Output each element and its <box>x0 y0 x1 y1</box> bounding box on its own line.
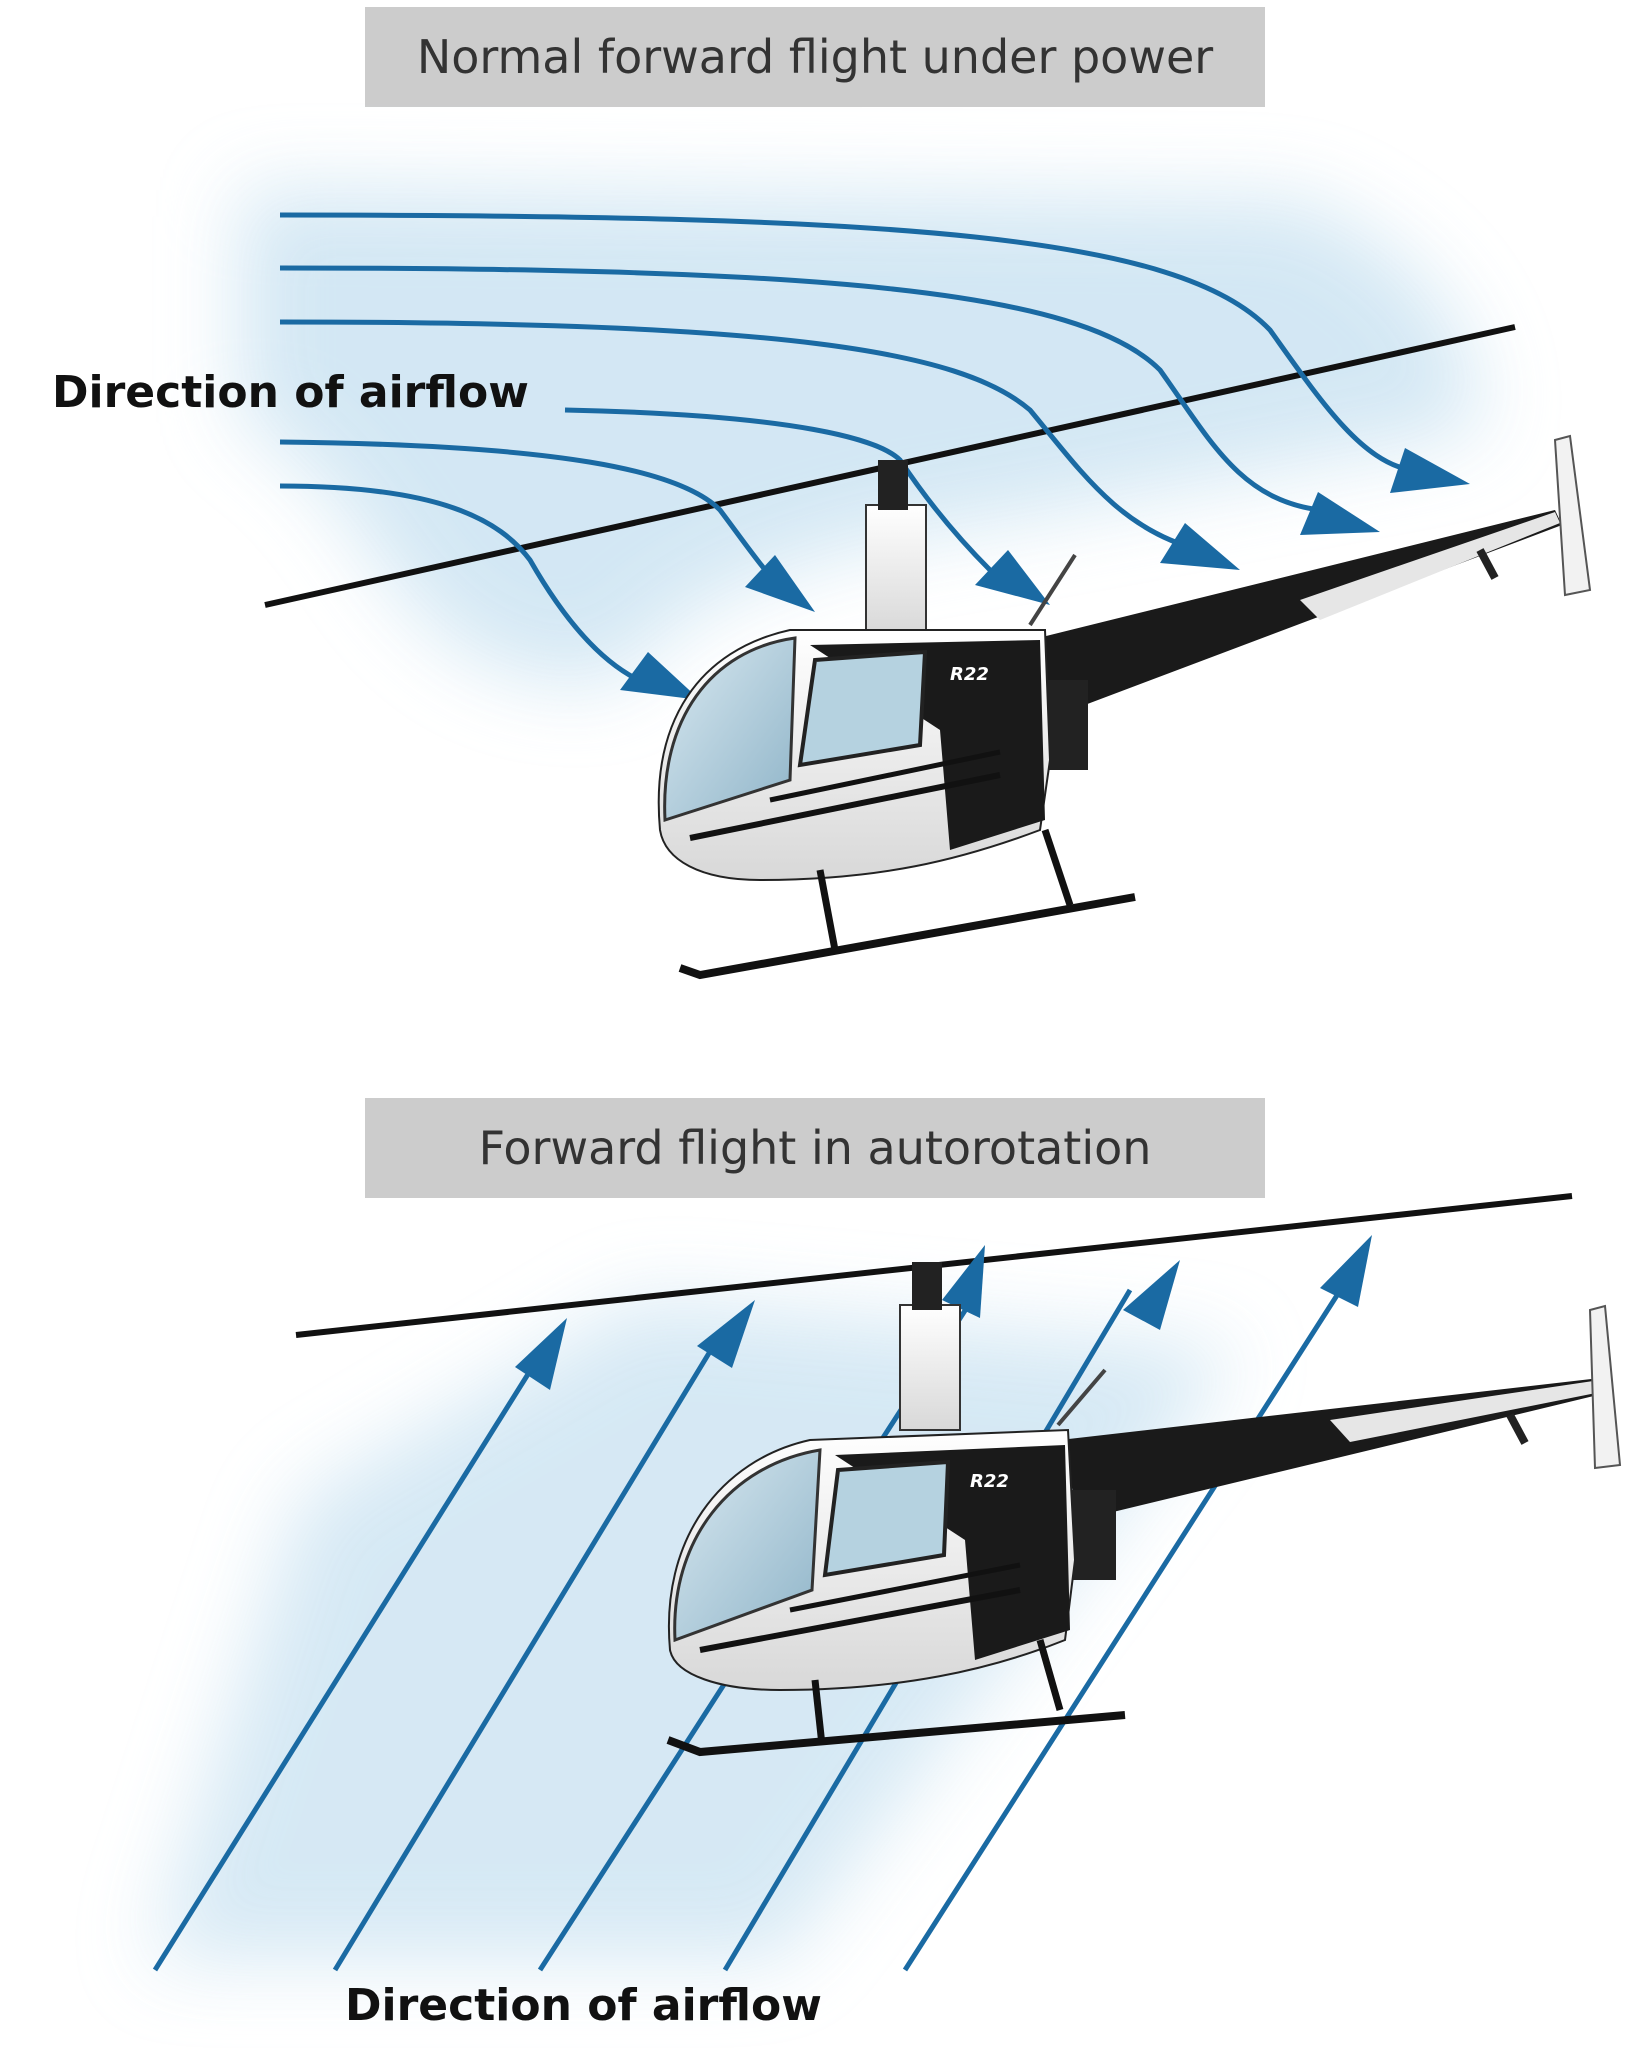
arrowhead <box>1123 1260 1180 1330</box>
helicopter-bottom: R22 <box>666 1262 1622 1757</box>
skid-strut <box>1041 828 1074 907</box>
door-window <box>822 1459 951 1578</box>
stripe <box>689 772 1001 841</box>
skid-strut <box>811 1679 826 1746</box>
arrowhead <box>515 1318 567 1390</box>
airflow-line <box>279 319 1201 553</box>
skid-strut <box>816 869 839 951</box>
airflow-line <box>152 1353 543 1972</box>
airflow-lines-top <box>279 212 1411 688</box>
stripe <box>769 749 1001 803</box>
arrowhead <box>1160 523 1240 570</box>
airflow-label-bottom: Direction of airflow <box>345 1980 822 2031</box>
antenna <box>1028 553 1077 627</box>
airflow-line <box>902 1273 1353 1972</box>
fuselage-dark-panel <box>810 640 1045 850</box>
tail-skid <box>1476 548 1499 580</box>
airflow-line <box>564 407 992 572</box>
airflow-line <box>279 265 1321 513</box>
model-marking: R22 <box>950 664 989 685</box>
rotor-mast <box>899 1304 961 1431</box>
top-panel: R22 <box>240 190 1592 980</box>
bottom-panel: R22 <box>150 1193 1622 1972</box>
skid-strut <box>1036 1639 1064 1711</box>
canopy <box>663 636 797 823</box>
airflow-line <box>279 212 1411 473</box>
airflow-line <box>279 483 651 688</box>
arrowhead <box>620 652 700 700</box>
airflow-glow-top <box>240 190 1480 683</box>
canopy <box>673 1448 822 1643</box>
airflow-arrowheads-bottom <box>515 1235 1372 1390</box>
arrowhead <box>697 1300 755 1368</box>
panel-title-top: Normal forward flight under power <box>365 7 1265 107</box>
landing-skid <box>666 1711 1126 1757</box>
stripe <box>699 1587 1021 1653</box>
rotor-mast <box>865 504 927 636</box>
arrowhead <box>1390 448 1470 493</box>
airflow-arrowheads-top <box>620 448 1470 700</box>
arrowhead <box>745 555 815 612</box>
door-window <box>797 649 928 768</box>
panel-title-bottom: Forward flight in autorotation <box>365 1098 1265 1198</box>
engine <box>1068 1490 1116 1580</box>
stripe <box>789 1562 1021 1613</box>
fuselage-dark-panel <box>835 1445 1070 1660</box>
arrowhead <box>1300 492 1380 535</box>
arrowhead <box>942 1245 985 1318</box>
antenna <box>1056 1368 1107 1427</box>
airflow-label-top: Direction of airflow <box>52 367 529 418</box>
rotor-hub <box>912 1262 942 1310</box>
arrowhead <box>1320 1235 1372 1307</box>
tail-skid <box>1506 1413 1529 1445</box>
arrowhead <box>975 550 1050 605</box>
helicopter-top: R22 <box>657 434 1592 980</box>
tail-fin <box>1588 1304 1622 1470</box>
airflow-line <box>279 439 792 597</box>
model-marking: R22 <box>970 1471 1009 1492</box>
tail-boom-highlight <box>1330 1380 1601 1442</box>
tail-fin <box>1553 434 1592 597</box>
tail-boom-highlight <box>1300 512 1560 620</box>
airflow-line <box>332 1333 723 1972</box>
rotor-hub <box>878 460 908 510</box>
landing-skid <box>678 893 1136 980</box>
